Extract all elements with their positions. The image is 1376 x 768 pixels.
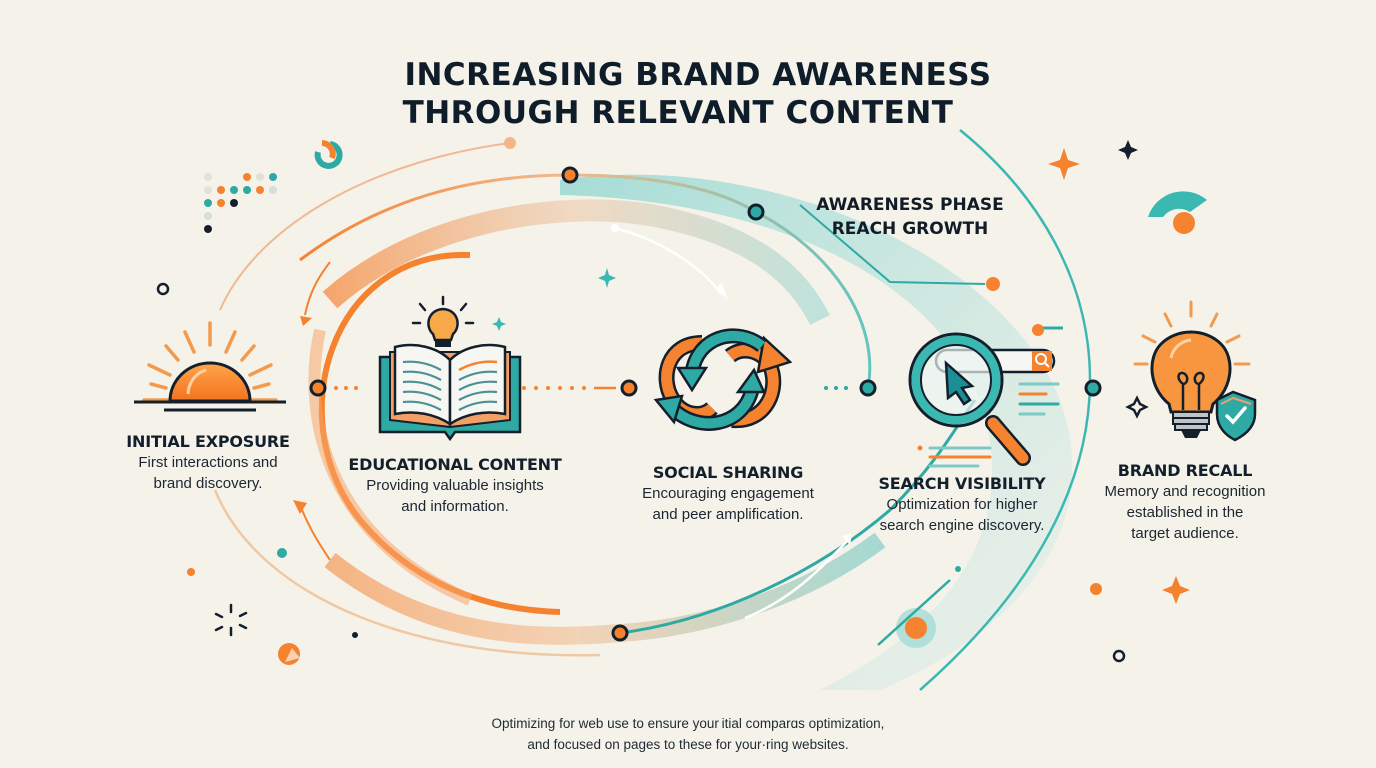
phase-label-line-1: AWARENESS PHASE: [816, 195, 1004, 215]
stage-social-sharing: SOCIAL SHARING Encouraging engagement an…: [628, 463, 828, 524]
stage-description-line: and information.: [401, 498, 509, 515]
lightbulb-shield-icon: [1125, 300, 1257, 442]
stage-description-line: search engine discovery.: [879, 517, 1045, 534]
stage-title: BRAND RECALL: [1117, 461, 1253, 480]
stage-description-line: brand discovery.: [153, 475, 263, 492]
stage-title: SOCIAL SHARING: [652, 463, 804, 482]
stage-brand-recall: BRAND RECALL Memory and recognition esta…: [1090, 461, 1280, 543]
stage-title: INITIAL EXPOSURE: [126, 432, 290, 451]
stage-description-line: Optimization for higher: [886, 496, 1038, 513]
stage-educational-content: EDUCATIONAL CONTENT Providing valuable i…: [340, 455, 570, 516]
sunrise-icon: [134, 321, 286, 412]
stage-description-line: established in the: [1126, 504, 1244, 521]
footer-note: Optimizing for web use to ensure your it…: [0, 713, 1376, 755]
page-title-line-1: INCREASING BRAND AWARENESS: [404, 57, 992, 93]
stage-initial-exposure: INITIAL EXPOSURE First interactions and …: [118, 432, 298, 493]
stage-description-line: target audience.: [1131, 525, 1239, 542]
stage-description-line: First interactions and: [138, 454, 278, 471]
stage-description-line: and peer amplification.: [652, 506, 804, 523]
stage-search-visibility: SEARCH VISIBILITY Optimization for highe…: [862, 474, 1062, 535]
open-book-lightbulb-icon: [378, 295, 522, 442]
stage-title: SEARCH VISIBILITY: [878, 474, 1046, 493]
magnifier-cursor-icon: [908, 324, 1063, 468]
footer-line-2: and focused on pages to these for your·r…: [527, 737, 849, 752]
stage-title: EDUCATIONAL CONTENT: [348, 455, 562, 474]
stage-description-line: Memory and recognition: [1104, 483, 1266, 500]
stage-description-line: Providing valuable insights: [366, 477, 544, 494]
phase-label-line-2: REACH GROWTH: [831, 219, 989, 239]
share-arrows-icon: [653, 328, 792, 431]
page-title-line-2: THROUGH RELEVANT CONTENT: [402, 95, 954, 131]
stage-description-line: Encouraging engagement: [642, 485, 814, 502]
footer-line-1: Optimizing for web use to ensure your it…: [491, 716, 885, 731]
